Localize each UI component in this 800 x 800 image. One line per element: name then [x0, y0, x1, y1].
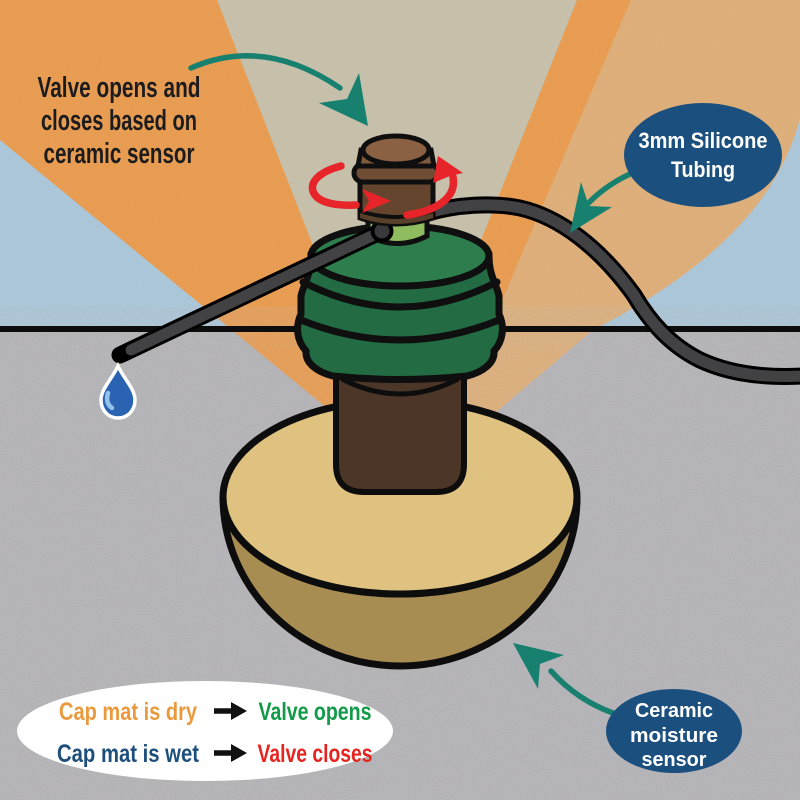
sensor-callout-bubble: [606, 689, 742, 773]
ceramic-disc: [219, 396, 581, 670]
legend-arrow-dry-head-icon: [231, 702, 247, 720]
sensor-callout-line-3: sensor: [642, 749, 707, 771]
cap-top: [360, 133, 432, 167]
stem-lip-line: [340, 376, 460, 397]
legend-dry-result: Valve opens: [259, 698, 372, 726]
water-drop-icon: [99, 361, 137, 420]
silicone-tube: [111, 196, 800, 385]
caption-line-3: ceramic sensor: [44, 138, 195, 170]
callout-arrow-sensor-head-icon: [513, 643, 564, 689]
callout-arrow-tubing-head-icon: [570, 182, 612, 233]
tube-right: [422, 199, 800, 382]
water-drop-highlight: [104, 390, 115, 411]
rotation-arrows: [308, 156, 463, 219]
legend-wet-result: Valve closes: [258, 740, 373, 768]
sensor-callout-line-2: moisture: [630, 725, 718, 747]
caption-text: Valve opens and closes based on ceramic …: [38, 72, 201, 170]
tubing-callout-line-2: Tubing: [671, 157, 735, 182]
callout-arrow-top-icon: [188, 53, 343, 91]
rotation-arrow-right-head-icon: [433, 156, 463, 183]
sensor-callout: Ceramic moisture sensor: [606, 689, 742, 773]
stem-body: [333, 365, 467, 495]
rotation-arrow-right-icon: [403, 173, 458, 219]
tube-left: [125, 226, 386, 356]
legend-arrow-wet-head-icon: [231, 744, 247, 762]
valve-cap: [351, 133, 441, 227]
valve-body-tier-line-upper: [299, 278, 501, 311]
tubing-callout-bubble: [624, 103, 782, 207]
callout-arrows: [188, 53, 633, 716]
caption-line-2: closes based on: [41, 105, 197, 137]
legend-background: [17, 681, 393, 781]
rotation-arrow-left-head-icon: [362, 189, 391, 213]
tubing-callout-line-1: 3mm Silicone: [639, 128, 768, 153]
sensor-callout-line-1: Ceramic: [635, 700, 713, 722]
caption-line-1: Valve opens and: [38, 72, 201, 104]
legend-wet-condition: Cap mat is wet: [57, 740, 200, 768]
legend-dry-condition: Cap mat is dry: [59, 698, 197, 726]
rotation-arrow-left-icon: [308, 162, 360, 209]
valve-body-tier-line-lower: [297, 316, 503, 344]
callout-arrow-sensor-icon: [548, 668, 616, 716]
valve-stem: [333, 365, 467, 495]
callout-arrow-top-head-icon: [319, 73, 368, 126]
legend-panel: Cap mat is dry Valve opens Cap mat is we…: [17, 681, 393, 781]
tubing-callout: 3mm Silicone Tubing: [624, 103, 782, 207]
